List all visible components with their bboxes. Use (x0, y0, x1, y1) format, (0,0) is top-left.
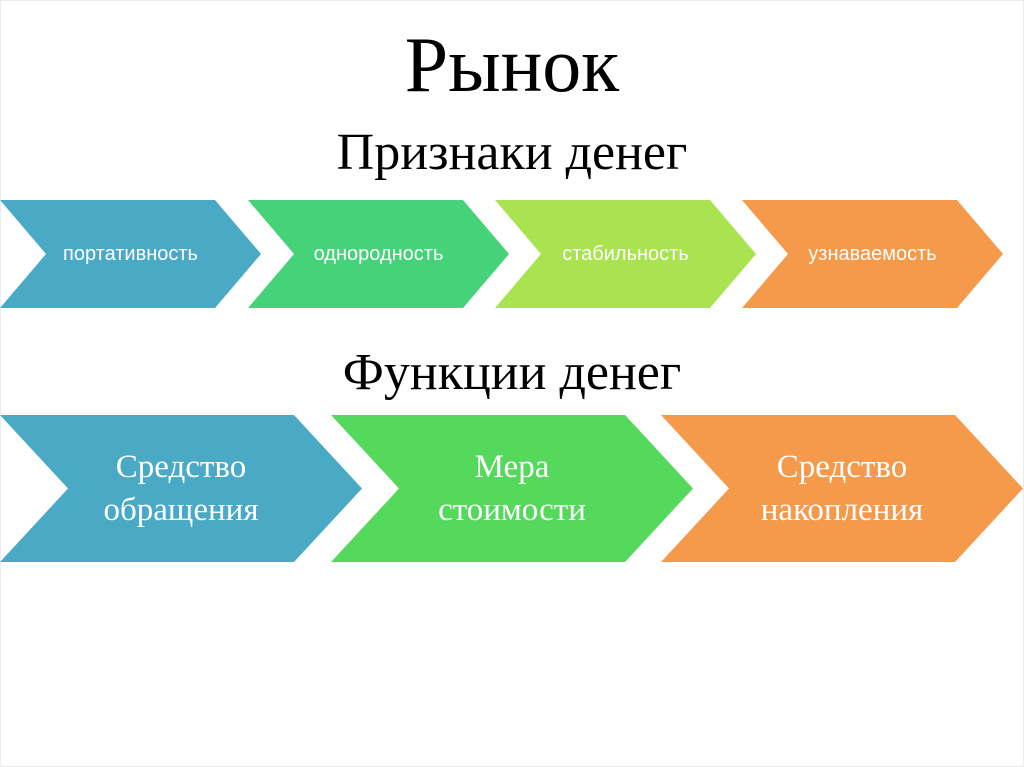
feature-arrow-recognizability: узнаваемость (742, 200, 1003, 308)
slide-title: Рынок (404, 21, 620, 108)
feature-arrow-stability: стабильность (495, 200, 756, 308)
feature-arrow-homogeneity: однородность (248, 200, 509, 308)
function-arrow-store-of-value: Средство накопления (661, 415, 1023, 562)
feature-arrow-portability: портативность (0, 200, 261, 308)
features-section-heading: Признаки денег (336, 124, 688, 181)
function-arrow-medium-of-exchange: Средство обращения (0, 415, 362, 562)
function-arrow-measure-of-value: Мера стоимости (331, 415, 693, 562)
functions-section-heading: Функции денег (342, 344, 682, 401)
